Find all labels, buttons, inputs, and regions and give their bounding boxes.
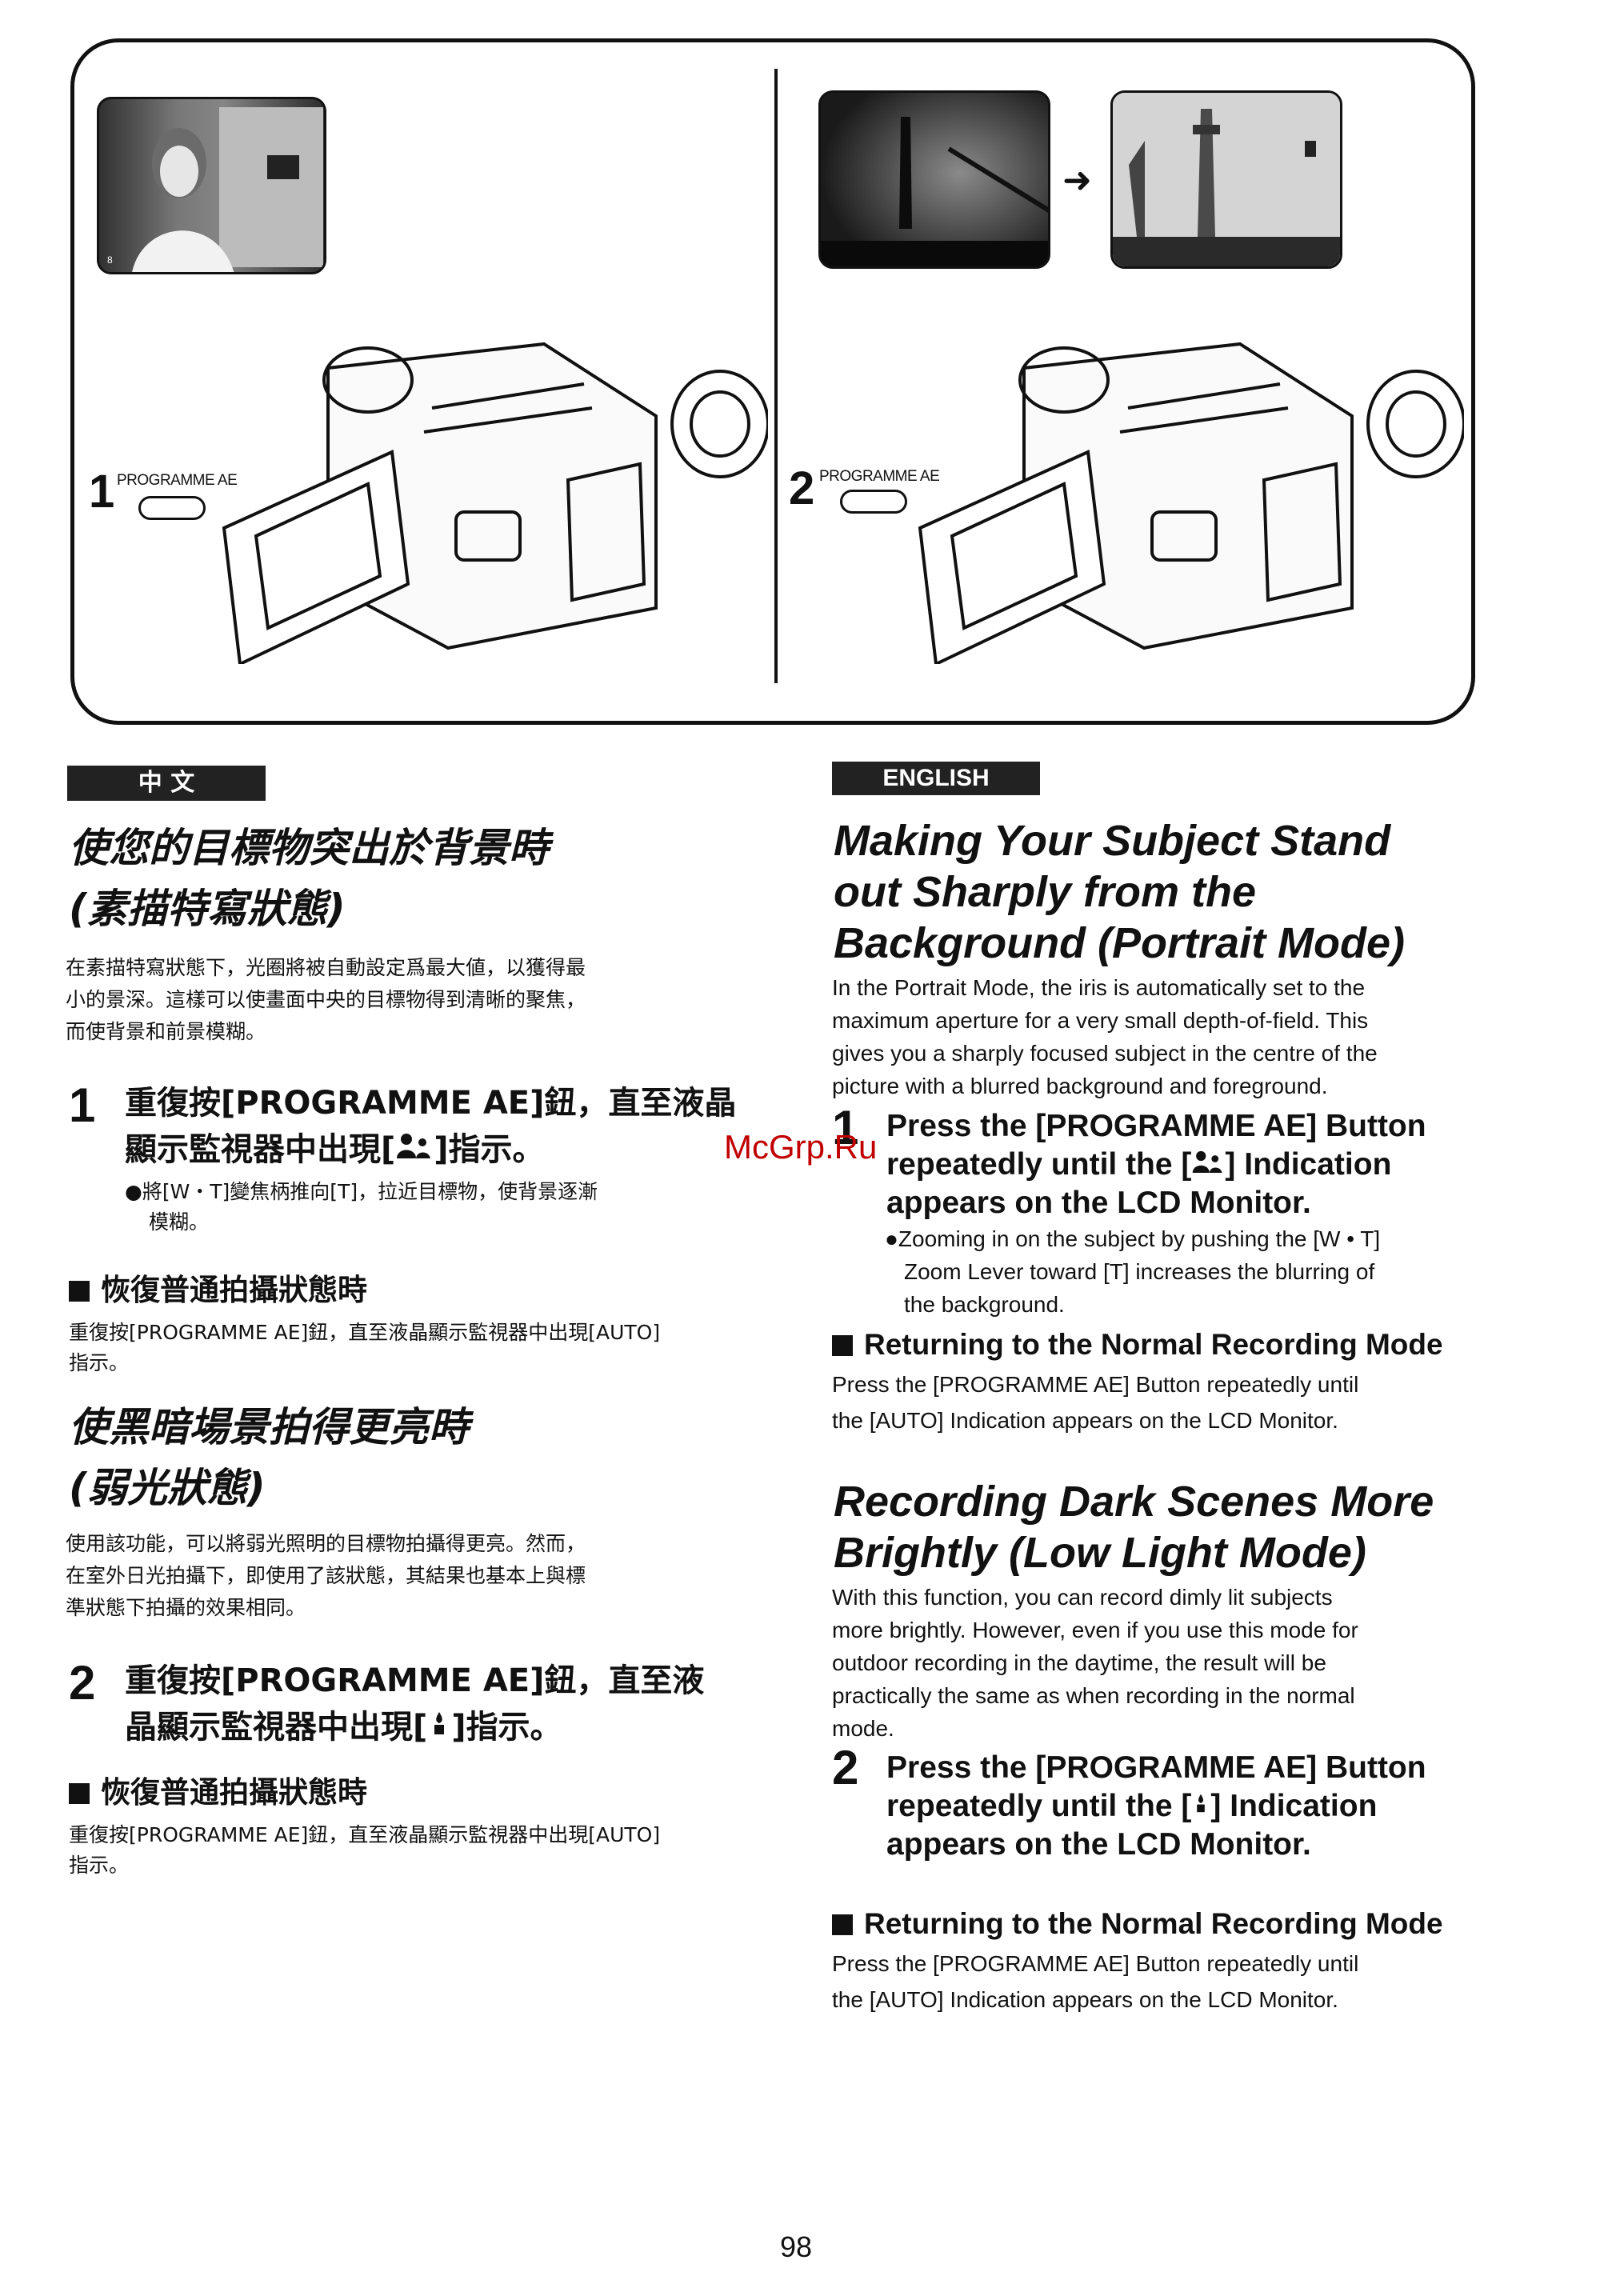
en-lowlight-return-heading-text: Returning to the Normal Recording Mode [864,1907,1443,1940]
zh-lowlight-title-line1: 使黑暗場景拍得更亮時 [69,1404,469,1450]
en-portrait-title-line1: Making Your Subject Stand [834,817,1391,865]
en-lowlight-body-line3: outdoor recording in the daytime, the re… [832,1650,1326,1675]
low-light-after-photo [1110,90,1342,269]
zh-lowlight-body-line1: 使用該功能，可以將弱光照明的目標物拍攝得更亮。然而， [66,1532,586,1555]
portrait-mode-icon [1191,1146,1225,1184]
en-lowlight-title-line1: Recording Dark Scenes More [834,1478,1434,1526]
en-portrait-body-line1: In the Portrait Mode, the iris is automa… [832,975,1366,1000]
en-step-1-line2b: ] Indication [1225,1147,1392,1182]
illustration-divider [774,69,778,683]
zh-step-2-line1: 重復按[PROGRAMME AE]鈕，直至液 [125,1662,705,1699]
chinese-section-tag: 中 文 [67,766,266,801]
low-light-mode-icon [427,1704,451,1750]
en-step-2-line1: Press the [PROGRAMME AE] Button [886,1750,1426,1785]
zh-lowlight-body-line3: 準狀態下拍攝的效果相同。 [66,1596,306,1619]
en-step-2-number: 2 [832,1741,859,1794]
programme-ae-label-left: PROGRAMME AE [117,472,238,489]
zh-portrait-return-heading: 恢復普通拍攝狀態時 [69,1266,367,1309]
en-portrait-title-line2: out Sharply from the [834,868,1257,916]
en-portrait-return-line2: the [AUTO] Indication appears on the LCD… [832,1408,1338,1433]
zh-step-1-bullet-line1: ●將[W・T]變焦柄推向[T]，拉近目標物，使背景逐漸 [125,1180,598,1203]
zh-portrait-title-line2: (素描特寫狀態) [69,886,346,932]
en-lowlight-return-heading: Returning to the Normal Recording Mode [832,1907,1443,1941]
en-portrait-return-heading: Returning to the Normal Recording Mode [832,1328,1443,1362]
zh-step-1-line2: 顯示監視器中出現[ ]指示。 [125,1126,545,1173]
zh-step-2-number: 2 [69,1656,96,1710]
zh-step-2-line2a: 晶顯示監視器中出現[ [125,1709,428,1746]
en-lowlight-body-line2: more brightly. However, even if you use … [832,1618,1358,1642]
en-lowlight-body-line1: With this function, you can record dimly… [832,1585,1333,1610]
en-step-1-bullet-line1: ●Zooming in on the subject by pushing th… [885,1226,1381,1251]
en-step-1-bullet-line3: the background. [904,1292,1065,1317]
zh-lowlight-return-heading-text: 恢復普通拍攝狀態時 [101,1775,367,1810]
en-portrait-title-line3: Background (Portrait Mode) [834,919,1406,967]
zh-portrait-body-line2: 小的景深。這樣可以使畫面中央的目標物得到清晰的聚焦， [66,988,586,1011]
watermark: McGrp.Ru [724,1128,878,1166]
zh-portrait-body-line1: 在素描特寫狀態下，光圈將被自動設定爲最大値，以獲得最 [66,956,586,979]
en-lowlight-return-line2: the [AUTO] Indication appears on the LCD… [832,1987,1338,2012]
zh-step-1-line2a: 顯示監視器中出現[ [125,1131,396,1168]
en-step-1-line3: appears on the LCD Monitor. [886,1186,1311,1220]
programme-ae-button-right [840,490,907,514]
programme-ae-label-right: PROGRAMME AE [819,468,940,485]
en-portrait-body-line3: gives you a sharply focused subject in t… [832,1041,1378,1066]
zh-lowlight-body-line2: 在室外日光拍攝下，即使用了該狀態，其結果也基本上與標 [66,1564,586,1587]
en-step-2-line2b: ] Indication [1210,1789,1378,1823]
zh-portrait-return-heading-text: 恢復普通拍攝狀態時 [101,1273,367,1307]
en-portrait-return-line1: Press the [PROGRAMME AE] Button repeated… [832,1372,1359,1397]
zh-portrait-title-line1: 使您的目標物突出於背景時 [69,825,549,871]
en-step-2-line3: appears on the LCD Monitor. [886,1827,1311,1862]
figure-step-1: 1 [89,466,115,518]
camcorder-illustration-right [918,342,1464,664]
page-number: 98 [780,2230,813,2263]
low-light-mode-icon [1191,1787,1210,1826]
zh-step-2-line2b: ]指示。 [451,1709,562,1746]
programme-ae-button-left [138,496,206,520]
portrait-example-photo: 8 [97,97,326,274]
svg-text:8: 8 [107,254,113,266]
en-step-1-number: 1 [832,1101,859,1154]
arrow-icon: ➜ [1062,161,1092,200]
zh-portrait-return-line2: 指示。 [69,1351,130,1374]
en-lowlight-body-line4: practically the same as when recording i… [832,1683,1355,1708]
zh-lowlight-return-heading: 恢復普通拍攝狀態時 [69,1768,367,1811]
zh-step-1-bullet-line2: 模糊。 [149,1210,210,1234]
en-lowlight-return-line1: Press the [PROGRAMME AE] Button repeated… [832,1951,1359,1976]
en-step-1-bullet-line2: Zoom Lever toward [T] increases the blur… [904,1259,1375,1284]
zh-portrait-body-line3: 而使背景和前景模糊。 [66,1020,266,1043]
zh-step-1-line1: 重復按[PROGRAMME AE]鈕，直至液晶 [125,1085,737,1122]
zh-step-1-line2b: ]指示。 [434,1131,545,1168]
zh-step-2-line2: 晶顯示監視器中出現[ ]指示。 [125,1704,562,1750]
en-step-1-line2a: repeatedly until the [ [886,1147,1192,1182]
figure-step-2: 2 [789,462,815,514]
zh-portrait-return-line1: 重復按[PROGRAMME AE]鈕，直至液晶顯示監視器中出現[AUTO] [69,1321,661,1344]
en-step-2-line2a: repeatedly until the [ [886,1789,1192,1823]
zh-step-1-number: 1 [69,1078,96,1132]
zh-lowlight-return-line2: 指示。 [69,1854,130,1877]
en-step-1-line1: Press the [PROGRAMME AE] Button [886,1109,1426,1143]
en-portrait-return-heading-text: Returning to the Normal Recording Mode [864,1328,1443,1361]
en-portrait-body-line4: picture with a blurred background and fo… [832,1074,1328,1098]
en-lowlight-title-line2: Brightly (Low Light Mode) [834,1529,1366,1577]
portrait-mode-icon [395,1126,434,1173]
low-light-before-photo [818,90,1050,269]
en-lowlight-body-line5: mode. [832,1716,894,1741]
zh-lowlight-title-line2: (弱光狀態) [69,1465,266,1511]
illustration-frame [70,38,1475,725]
en-portrait-body-line2: maximum aperture for a very small depth-… [832,1008,1369,1033]
en-step-1-line2: repeatedly until the [ ] Indication [886,1146,1391,1184]
camcorder-illustration-left [222,342,768,664]
zh-lowlight-return-line1: 重復按[PROGRAMME AE]鈕，直至液晶顯示監視器中出現[AUTO] [69,1823,661,1846]
english-section-tag: ENGLISH [832,762,1040,795]
en-step-2-line2: repeatedly until the [ ] Indication [886,1787,1377,1826]
